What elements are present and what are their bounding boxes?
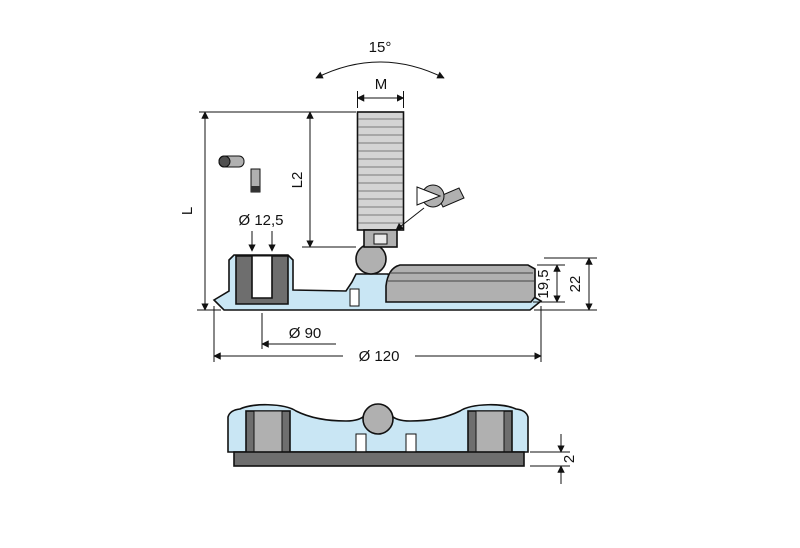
stud-shaft [356, 111, 405, 231]
dimension-base-height: 22 [534, 257, 597, 311]
wrench-jaw [416, 186, 442, 206]
wrench-icon [416, 184, 465, 208]
insert-right-core [475, 410, 505, 454]
label-bottom-thickness: 2 [561, 455, 578, 463]
body-slot [349, 288, 360, 307]
slot-left [355, 433, 367, 453]
slot-right [405, 433, 417, 453]
ball-joint-bottom [362, 403, 394, 435]
dimension-plate-height: 19,5 [533, 264, 565, 303]
bottom-plate [233, 451, 525, 467]
label-pitch-circle: Ø 90 [289, 325, 322, 342]
label-thread: M [375, 76, 388, 93]
dimension-thread: M [356, 76, 405, 108]
label-l: L [179, 207, 196, 215]
dimension-l2: L2 [199, 111, 356, 248]
label-l2: L2 [289, 172, 306, 189]
wrench-pointer-arrow [395, 207, 425, 231]
dimension-pitch-circle: Ø 90 [261, 313, 336, 349]
hex-key-cap [218, 155, 231, 168]
angle-arc [315, 61, 445, 79]
insert-bore [251, 255, 273, 299]
label-plate-height: 19,5 [535, 269, 552, 298]
ball-joint [355, 243, 387, 275]
insert-left-core [253, 410, 283, 454]
hex-key-tip [251, 186, 260, 192]
dimension-base-diameter: Ø 120 [213, 306, 542, 365]
threaded-stud [356, 111, 405, 248]
main-view: 15° M L2 L Ø 12,5 [179, 39, 597, 365]
dimension-bottom-thickness: 2 [530, 434, 578, 484]
label-base-diameter: Ø 120 [359, 348, 400, 365]
label-hole-diameter: Ø 12,5 [238, 212, 283, 229]
lower-view: 2 [227, 403, 578, 484]
threaded-insert [235, 255, 289, 305]
socket-hole [373, 233, 388, 245]
dimension-hole: Ø 12,5 [238, 212, 284, 252]
label-angle: 15° [369, 39, 392, 56]
label-base-height: 22 [567, 276, 584, 293]
top-plate [385, 264, 536, 303]
hex-key-icon [218, 155, 261, 193]
dimension-angle: 15° [315, 39, 445, 79]
dimension-l: L [179, 111, 221, 311]
